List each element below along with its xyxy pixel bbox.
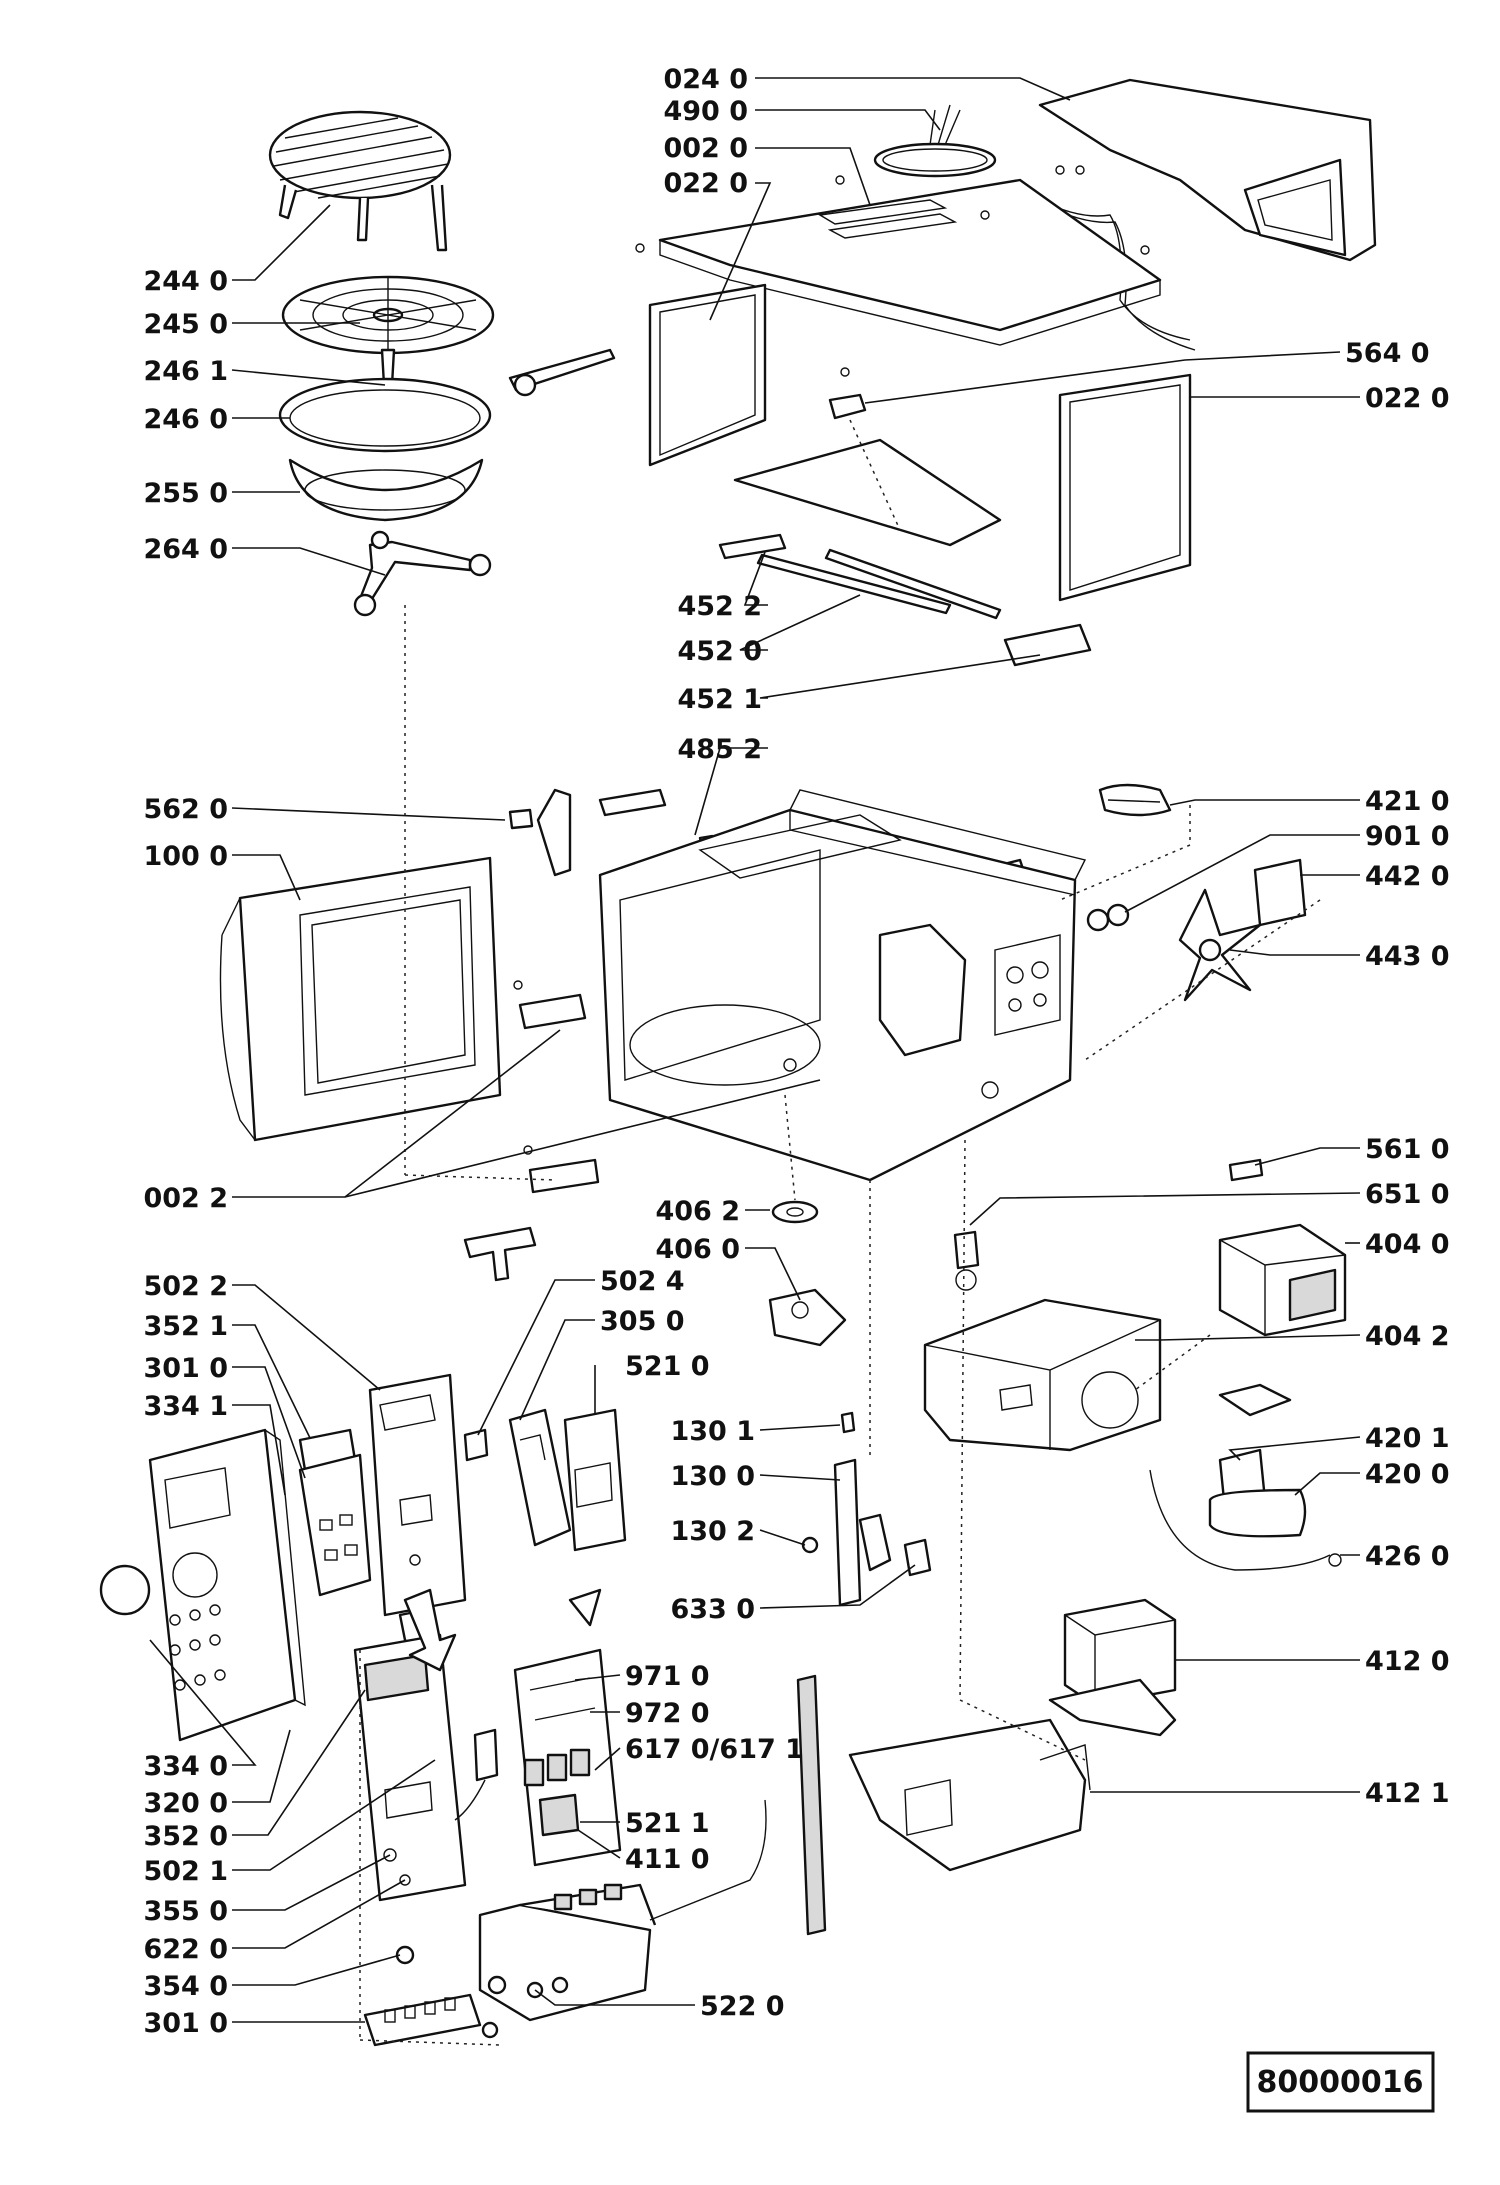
label-022-0-top: 022 0: [663, 168, 748, 199]
label-352-1: 352 1: [143, 1311, 228, 1342]
waveguide-cover: [733, 419, 1002, 547]
label-420-1: 420 1: [1365, 1423, 1450, 1454]
side-panel-right: [1058, 373, 1192, 602]
glass-turntable: [288, 458, 484, 522]
label-246-1: 246 1: [143, 356, 228, 387]
component-chassis: [923, 1298, 1162, 1452]
label-521-0: 521 0: [625, 1351, 710, 1382]
part-labels: 024 0 490 0 002 0 022 0 244 0 245 0 246 …: [143, 64, 1449, 2039]
label-404-0: 404 0: [1365, 1229, 1450, 1260]
choke-strip: [796, 1674, 827, 1936]
label-502-4: 502 4: [600, 1266, 685, 1297]
label-901-0: 901 0: [1365, 821, 1450, 852]
label-301-0-upper: 301 0: [143, 1353, 228, 1384]
label-130-0: 130 0: [670, 1461, 755, 1492]
label-264-0: 264 0: [143, 534, 228, 565]
label-301-0-lower: 301 0: [143, 2008, 228, 2039]
top-plate: [635, 165, 1162, 346]
label-002-2: 002 2: [143, 1183, 228, 1214]
side-panel-left: [648, 283, 767, 467]
label-617-0-617-1: 617 0/617 1: [625, 1734, 804, 1765]
small-bracket-top: [828, 367, 867, 420]
label-334-0: 334 0: [143, 1751, 228, 1782]
label-522-0: 522 0: [700, 1991, 785, 2022]
base-bracket: [848, 1718, 1091, 1872]
label-100-0: 100 0: [143, 841, 228, 872]
label-411-0: 411 0: [625, 1844, 710, 1875]
roller-ring: [281, 275, 495, 355]
control-panel-front: [99, 1428, 306, 1742]
hinge-plates: [513, 980, 600, 1194]
relay-board: [513, 1648, 622, 1867]
label-406-0: 406 0: [655, 1234, 740, 1265]
label-352-0: 352 0: [143, 1821, 228, 1852]
label-564-0: 564 0: [1345, 338, 1430, 369]
turntable-motor: [768, 1200, 847, 1347]
fan-motor-parts: [1086, 783, 1307, 1002]
label-024-0: 024 0: [663, 64, 748, 95]
oven-cavity-housing: [598, 789, 1087, 1182]
label-305-0: 305 0: [600, 1306, 685, 1337]
label-622-0: 622 0: [143, 1934, 228, 1965]
label-421-0: 421 0: [1365, 786, 1450, 817]
label-651-0: 651 0: [1365, 1179, 1450, 1210]
label-130-1: 130 1: [670, 1416, 755, 1447]
label-972-0: 972 0: [625, 1698, 710, 1729]
label-246-0: 246 0: [143, 404, 228, 435]
label-022-0-right: 022 0: [1365, 383, 1450, 414]
label-452-0: 452 0: [677, 636, 762, 667]
label-971-0: 971 0: [625, 1661, 710, 1692]
label-485-2: 485 2: [677, 734, 762, 765]
crisp-plate: [278, 348, 616, 453]
leader-lines: [149, 77, 1361, 2023]
label-406-2: 406 2: [655, 1196, 740, 1227]
assembly-arrows: [403, 1588, 457, 1672]
label-420-0: 420 0: [1365, 1459, 1450, 1490]
outer-cover: [1038, 78, 1377, 262]
roller-support: [353, 530, 492, 617]
hv-transformer: [1048, 1598, 1177, 1737]
label-244-0: 244 0: [143, 266, 228, 297]
label-442-0: 442 0: [1365, 861, 1450, 892]
reference-code: 80000016: [1257, 2065, 1424, 2100]
bottom-pcb: [478, 1799, 767, 2022]
label-354-0: 354 0: [143, 1971, 228, 2002]
thermal-switch-parts: [953, 1158, 1264, 1291]
label-412-1: 412 1: [1365, 1778, 1450, 1809]
label-255-0: 255 0: [143, 478, 228, 509]
label-521-1: 521 1: [625, 1808, 710, 1839]
capacitor-assembly: [1149, 1383, 1342, 1571]
label-452-2: 452 2: [677, 591, 762, 622]
power-board-upper: [563, 1408, 627, 1552]
label-320-0: 320 0: [143, 1788, 228, 1819]
door-interlock: [801, 1411, 932, 1607]
t-bracket: [463, 1226, 537, 1282]
door: [219, 856, 502, 1142]
label-426-0: 426 0: [1365, 1541, 1450, 1572]
label-002-0: 002 0: [663, 133, 748, 164]
label-452-1: 452 1: [677, 684, 762, 715]
label-245-0: 245 0: [143, 309, 228, 340]
label-334-1: 334 1: [143, 1391, 228, 1422]
keypad-parts: [298, 1428, 372, 1597]
label-633-0: 633 0: [670, 1594, 755, 1625]
label-443-0: 443 0: [1365, 941, 1450, 972]
relay-board-housing: [463, 1408, 602, 1627]
keypad-bottom-parts: [363, 1945, 499, 2047]
label-490-0: 490 0: [663, 96, 748, 127]
label-562-0: 562 0: [143, 794, 228, 825]
control-pcb-lower: [353, 1633, 499, 1902]
heater-parts: [718, 533, 1092, 667]
reference-code-box: 80000016: [1246, 2051, 1435, 2113]
magnetron: [1218, 1223, 1347, 1337]
label-404-2: 404 2: [1365, 1321, 1450, 1352]
label-561-0: 561 0: [1365, 1134, 1450, 1165]
label-355-0: 355 0: [143, 1896, 228, 1927]
label-412-0: 412 0: [1365, 1646, 1450, 1677]
label-502-2: 502 2: [143, 1271, 228, 1302]
grill-rack: [268, 110, 452, 252]
label-502-1: 502 1: [143, 1856, 228, 1887]
label-130-2: 130 2: [670, 1516, 755, 1547]
